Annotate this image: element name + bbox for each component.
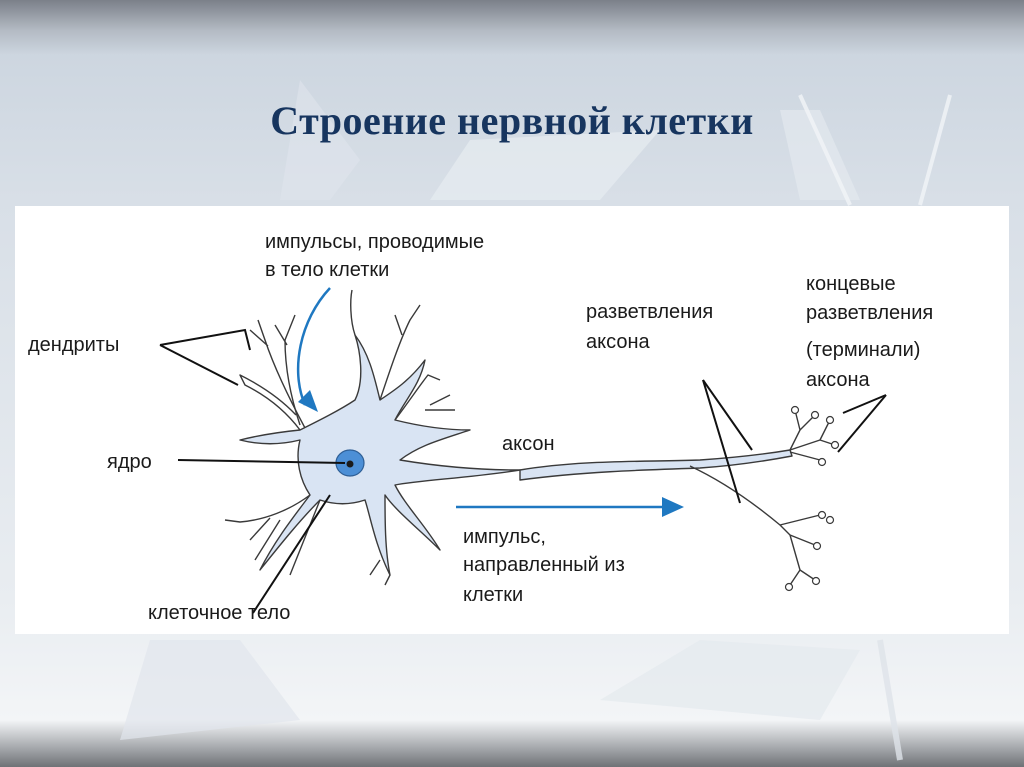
nucleolus-shape (346, 460, 354, 468)
impulse-out-arrow-icon (456, 497, 684, 517)
label-axon: аксон (502, 433, 555, 455)
label-nucleus: ядро (107, 451, 152, 473)
label-terminals-line3: (терминали) (806, 339, 921, 361)
axon-shape (519, 449, 793, 481)
label-axon-branches-line2: аксона (586, 331, 650, 353)
slide-title: Строение нервной клетки (270, 97, 754, 143)
label-impulse-out-line3: клетки (463, 584, 524, 606)
label-terminals-line4: аксона (806, 369, 870, 391)
label-impulses-in-line2: в тело клетки (265, 259, 390, 281)
impulse-in-arrow-icon (296, 287, 331, 412)
label-axon-branches-line1: разветвления (586, 301, 714, 323)
label-terminals-line1: концевые (806, 273, 896, 295)
leader-lines (159, 328, 887, 614)
label-cell-body: клеточное тело (148, 602, 291, 624)
diagram-panel (15, 206, 1009, 634)
axon-terminal-knobs (784, 405, 840, 592)
label-dendrites: дендриты (28, 334, 120, 356)
cell-body-shape (239, 334, 521, 576)
label-impulses-in-line1: импульсы, проводимые (265, 231, 485, 253)
label-impulse-out-line1: импульс, (463, 526, 546, 548)
label-impulse-out-line2: направленный из (463, 554, 625, 576)
neuron-illustration (224, 289, 836, 586)
label-terminals-line2: разветвления (806, 302, 934, 324)
